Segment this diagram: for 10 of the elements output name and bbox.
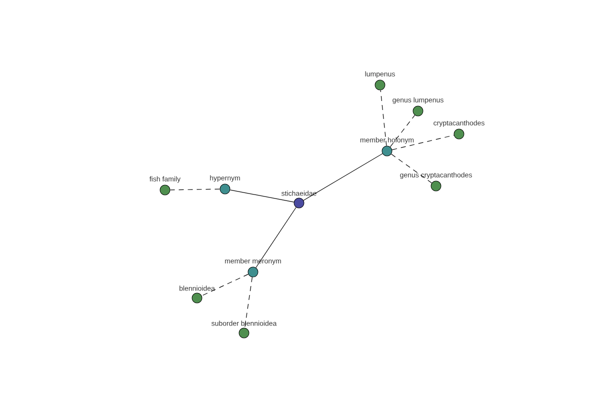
dashed-link <box>392 134 454 150</box>
dashed-link <box>244 276 253 328</box>
dashed-link <box>390 114 416 148</box>
link <box>230 190 294 202</box>
dashed-link <box>380 90 387 146</box>
dashed-link <box>201 274 249 296</box>
dashed-link <box>170 188 220 190</box>
dashed-link <box>390 154 432 184</box>
link <box>303 153 383 201</box>
link <box>256 207 296 268</box>
